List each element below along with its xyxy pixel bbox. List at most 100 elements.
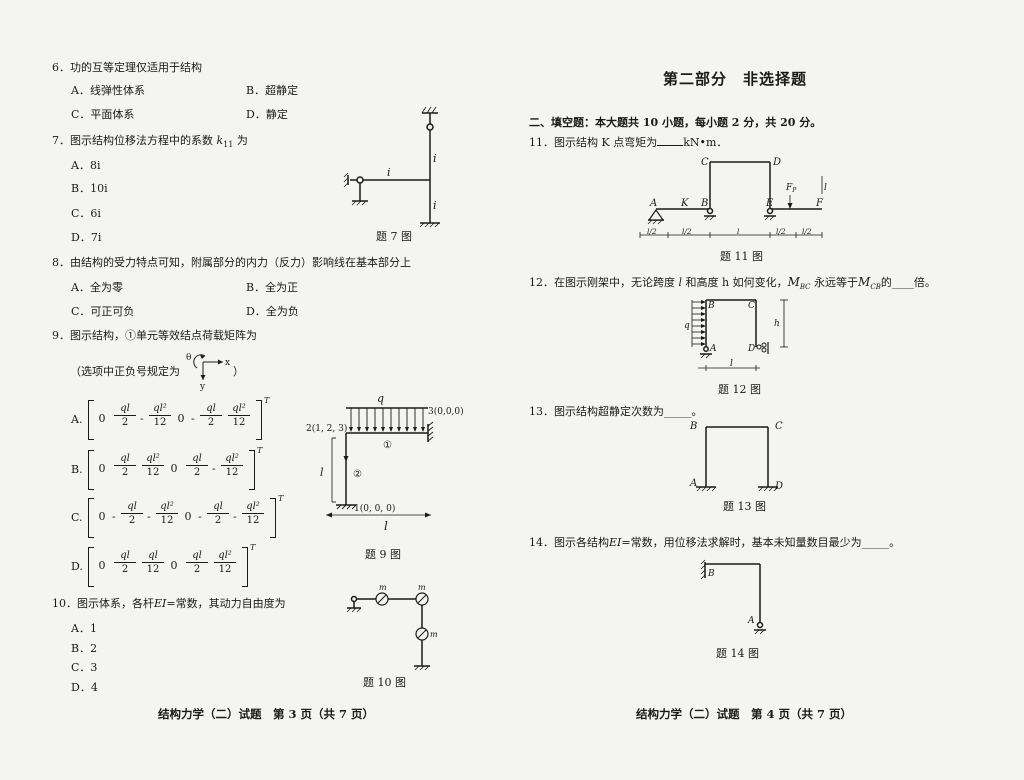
- fig12-label-a: A: [709, 344, 717, 354]
- fig9-l-bottom: l: [384, 519, 388, 533]
- fig11-label-b: B: [700, 198, 708, 209]
- fig7-i-bottom: i: [433, 199, 437, 212]
- q8-option-a[interactable]: A．全为零: [71, 281, 123, 294]
- fig11-label-e: E: [765, 198, 774, 209]
- fig11-label-d: D: [772, 157, 781, 168]
- figure-12: q B C A D h l: [684, 299, 788, 371]
- right-footer: 结构力学（二）试题 第 4 页（共 7 页）: [636, 707, 853, 721]
- q7-option-a[interactable]: A．8i: [71, 159, 101, 172]
- q10-option-b[interactable]: B．2: [71, 642, 98, 655]
- q7-option-b[interactable]: B．10i: [71, 182, 108, 195]
- fig10-mass-label: m: [379, 583, 387, 592]
- q6-option-c[interactable]: C．平面体系: [71, 108, 135, 121]
- figure-13: B C A D: [689, 421, 783, 492]
- q10-option-a[interactable]: A．1: [71, 622, 97, 635]
- q10-option-c[interactable]: C．3: [71, 661, 98, 674]
- q8-option-b[interactable]: B．全为正: [246, 281, 299, 294]
- fig11-dim-5: l/2: [802, 227, 812, 236]
- fig9-node3: 3(0,0,0): [428, 406, 464, 417]
- q6-option-b[interactable]: B．超静定: [246, 84, 299, 97]
- q9-option-a[interactable]: A.: [71, 413, 83, 426]
- fig12-label-l: l: [730, 359, 733, 369]
- fig9-node2: 2(1, 2, 3): [306, 423, 347, 434]
- q9-note-open: （选项中正负号规定为: [70, 365, 180, 378]
- matrix-entry: 0: [170, 462, 178, 475]
- fig12-label-c: C: [748, 301, 755, 311]
- fig9-caption: 题 9 图: [365, 548, 401, 561]
- q8-option-d[interactable]: D．全为负: [246, 305, 299, 318]
- axis-theta-label: θ: [186, 353, 191, 363]
- fig13-label-a: A: [689, 478, 697, 489]
- fig9-element2: ②: [353, 469, 362, 480]
- fig13-label-c: C: [775, 421, 783, 432]
- minus-sign: -: [212, 462, 216, 475]
- q9-option-d[interactable]: D.: [71, 560, 83, 573]
- transpose-mark: T: [250, 543, 256, 552]
- fig7-i-beam: i: [387, 166, 391, 179]
- fig9-q-label: q: [377, 392, 384, 405]
- fig11-dim-1: l/2: [647, 227, 657, 236]
- axis-x-label: x: [225, 358, 230, 368]
- q6-option-a[interactable]: A．线弹性体系: [71, 84, 145, 97]
- q9-option-c[interactable]: C.: [71, 511, 83, 524]
- fig9-l-side: l: [320, 466, 324, 479]
- fig9-node1: 1(0, 0, 0): [354, 503, 395, 514]
- fig12-caption: 题 12 图: [718, 383, 761, 396]
- fig11-label-c: C: [701, 157, 709, 168]
- section-title: 第二部分 非选择题: [663, 70, 808, 88]
- minus-sign: -: [198, 510, 202, 523]
- figure-14: B A: [700, 559, 766, 635]
- minus-sign: -: [112, 510, 116, 523]
- transpose-mark: T: [278, 494, 284, 503]
- figure-9: q 2(1, 2, 3) 3(0,0,0) 1(0, 0, 0) ① ② l l: [306, 392, 464, 533]
- fig11-load-label: FP: [785, 183, 797, 194]
- q9-sign-convention: θ x y: [186, 353, 230, 392]
- figure-7: i i i: [343, 106, 440, 228]
- fig11-label-f: F: [815, 198, 824, 209]
- q7-option-d[interactable]: D．7i: [71, 231, 102, 244]
- fig12-label-d: D: [747, 344, 755, 354]
- q9-stem: 9．图示结构，①单元等效结点荷载矩阵为: [52, 329, 257, 342]
- q9-option-b[interactable]: B.: [71, 463, 83, 476]
- axis-y-label: y: [199, 382, 206, 392]
- fig11-label-k: K: [680, 198, 689, 209]
- q7-option-c[interactable]: C．6i: [71, 207, 101, 220]
- q10-option-d[interactable]: D．4: [71, 681, 98, 694]
- fig9-element1: ①: [383, 440, 392, 451]
- q9-note-close: ）: [233, 365, 244, 378]
- fig11-label-a: A: [649, 198, 657, 209]
- minus-sign: -: [147, 510, 151, 523]
- fig12-label-q: q: [684, 321, 690, 331]
- fig11-dim-3: l: [737, 227, 740, 236]
- figure-10: m m m: [346, 583, 438, 671]
- fig11-height-label: l: [824, 183, 827, 193]
- part2-heading: 二、填空题：本大题共 10 小题，每小题 2 分，共 20 分。: [529, 116, 822, 129]
- q6-option-d[interactable]: D．静定: [246, 108, 288, 121]
- q8-option-c[interactable]: C．可正可负: [71, 305, 135, 318]
- fig10-mass-label: m: [430, 630, 438, 639]
- fig10-caption: 题 10 图: [363, 676, 406, 689]
- fig14-caption: 题 14 图: [716, 647, 759, 660]
- q6-stem: 6．功的互等定理仅适用于结构: [52, 61, 202, 74]
- fig13-label-d: D: [774, 481, 783, 492]
- q12-stem: 12．在图示刚架中，无论跨度 l 和高度 h 如何变化，MBC 永远等于MCB的…: [529, 275, 936, 292]
